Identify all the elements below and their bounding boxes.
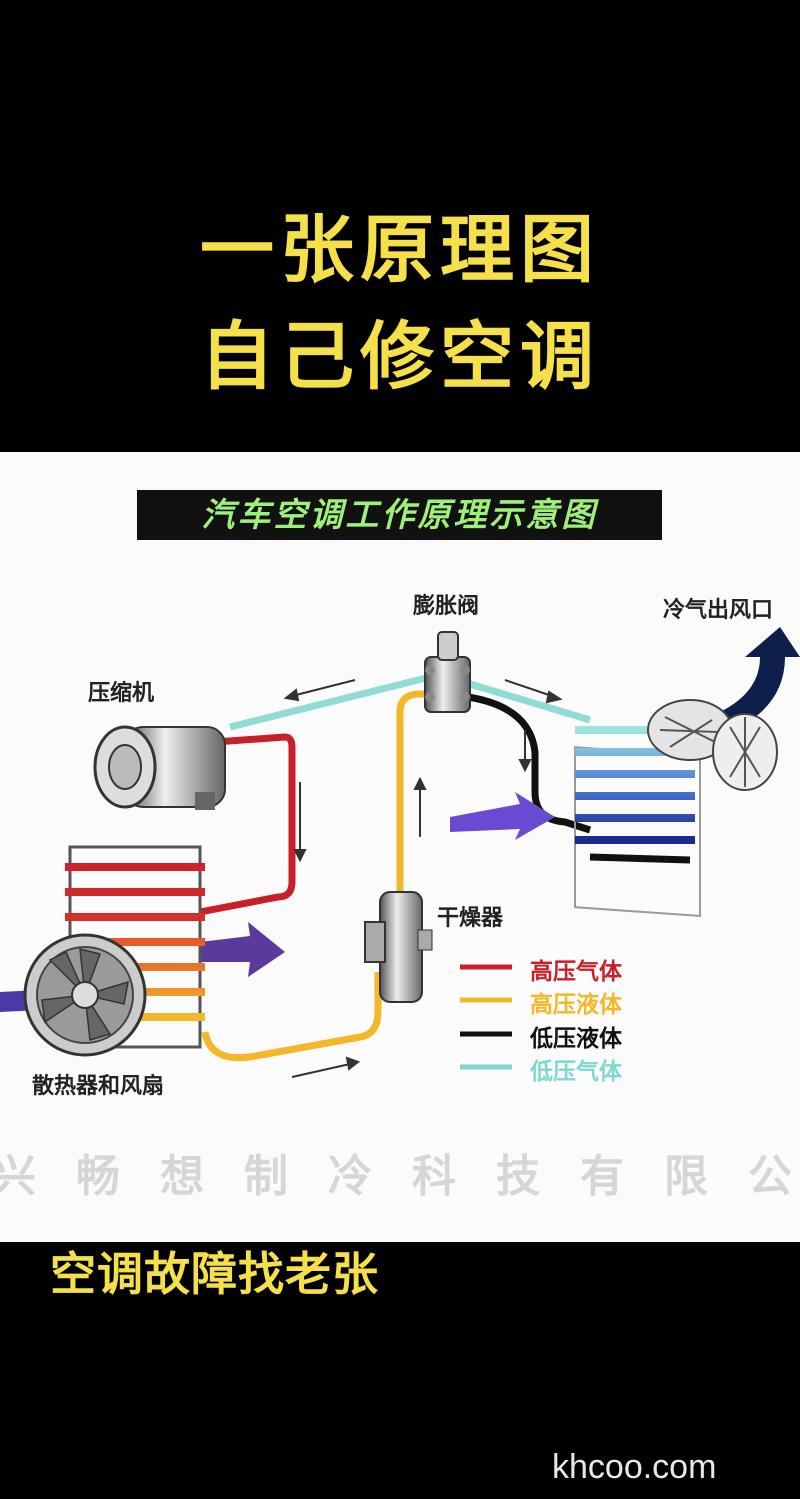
company-watermark: 兴畅想制冷科技有限公 <box>0 1151 800 1202</box>
bottom-caption: 空调故障找老张 <box>50 1247 379 1301</box>
label-expansion-valve: 膨胀阀 <box>413 594 480 619</box>
blower <box>647 699 778 791</box>
dryer <box>364 891 433 1003</box>
pipe-low-pressure-gas <box>229 673 431 731</box>
legend-low-pressure-gas: 低压气体 <box>530 1059 622 1085</box>
headline-line-1: 一张原理图 <box>200 207 600 293</box>
expansion-valve <box>424 631 471 713</box>
diagram-banner: 汽车空调工作原理示意图 <box>137 490 662 540</box>
compressor <box>93 725 226 810</box>
legend-low-pressure-liquid: 低压液体 <box>530 1026 622 1052</box>
condenser-fan <box>23 933 147 1057</box>
evaporator <box>574 726 701 918</box>
headline-line-2: 自己修空调 <box>200 314 600 400</box>
label-dryer: 干燥器 <box>437 906 504 931</box>
label-compressor: 压缩机 <box>88 681 155 706</box>
pipe-dryer-to-valve <box>396 690 432 897</box>
pipe-high-pressure-gas <box>199 733 296 916</box>
legend-high-pressure-liquid: 高压液体 <box>530 992 622 1018</box>
label-condenser-fan: 散热器和风扇 <box>32 1074 165 1099</box>
label-cold-air-outlet: 冷气出风口 <box>663 598 774 623</box>
pipe-high-pressure-liquid <box>201 972 382 1062</box>
legend-high-pressure-gas: 高压气体 <box>530 959 622 985</box>
airflow-arrow-condenser <box>200 922 285 977</box>
site-watermark: khcoo.com <box>552 1448 717 1486</box>
legend-swatches <box>460 964 512 1070</box>
ac-circuit-diagram <box>0 627 800 1078</box>
airflow-arrow-evaporator <box>450 792 555 840</box>
pipe-evaporator-return <box>468 680 592 724</box>
cold-air-arrow <box>720 627 800 732</box>
